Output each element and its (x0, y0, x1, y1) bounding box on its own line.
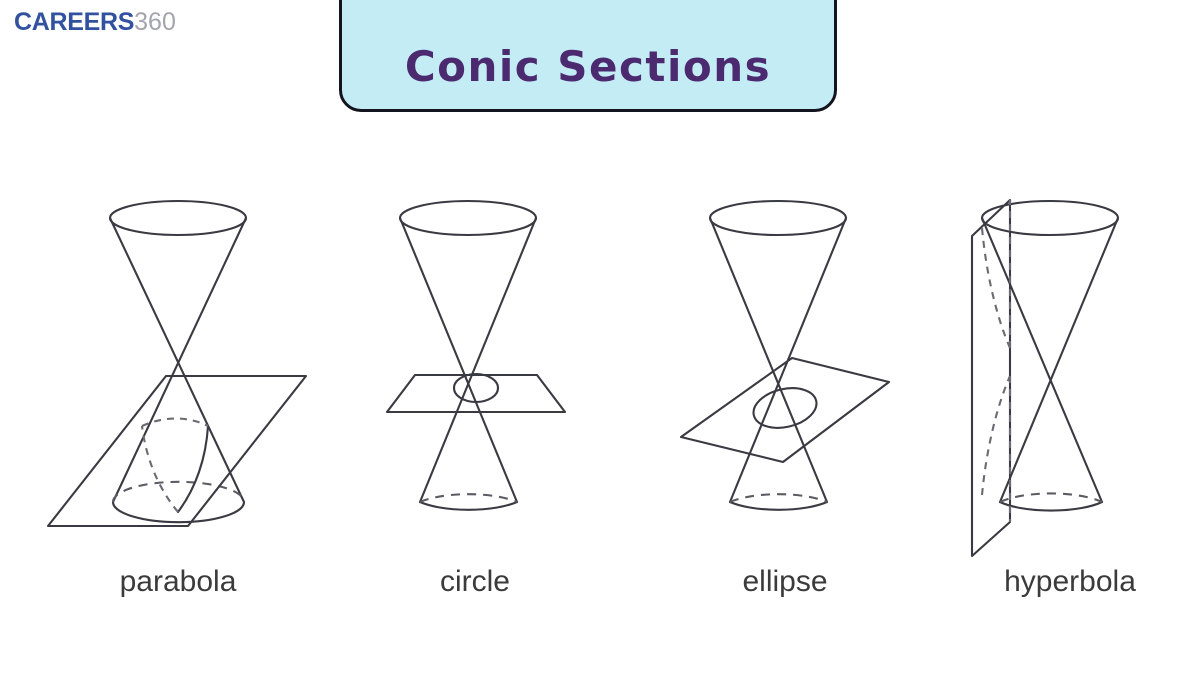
circle-illustration (385, 199, 567, 511)
parabola-illustration (46, 199, 308, 528)
title-banner: Conic Sections (339, 0, 837, 112)
figure-label-circle: circle (439, 565, 510, 598)
conic-sections-diagram: parabola circle (0, 140, 1200, 640)
logo-primary-text: CAREERS (14, 8, 135, 36)
figure-label-ellipse: ellipse (742, 565, 828, 598)
careers360-logo: CAREERS 360 (14, 8, 176, 37)
figure-label-parabola: parabola (119, 565, 237, 598)
ellipse-illustration (679, 199, 891, 511)
figure-label-hyperbola: hyperbola (1004, 565, 1136, 598)
figure-ellipse: ellipse (635, 140, 935, 640)
figure-hyperbola: hyperbola (920, 140, 1200, 640)
hyperbola-illustration (970, 198, 1120, 558)
figure-parabola: parabola (28, 140, 328, 640)
page-title: Conic Sections (404, 42, 772, 91)
figure-circle: circle (325, 140, 625, 640)
logo-secondary-text: 360 (134, 8, 176, 36)
